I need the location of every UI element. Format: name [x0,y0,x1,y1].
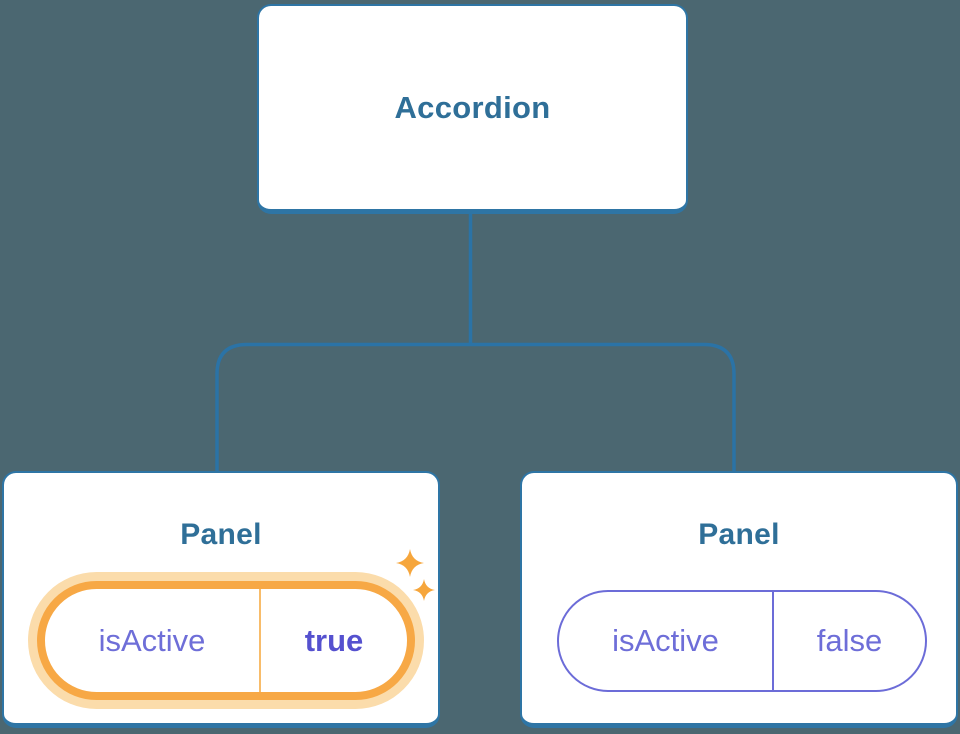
sparkle-icon-small [413,579,435,601]
accordion-node: Accordion [257,4,688,214]
state-pill-inactive: isActive false [557,590,927,692]
state-prop-name: isActive [612,623,719,658]
pill-divider [772,592,774,690]
accordion-node-label: Accordion [394,89,551,125]
panel-node-label: Panel [698,518,780,551]
panel-node-active: Panel isActive true [2,471,440,728]
state-pill-active: isActive true [37,581,415,700]
pill-divider [259,589,261,692]
connector-branch-bracket [215,342,736,471]
state-prop-value: true [304,622,364,658]
panel-node-label: Panel [180,518,262,551]
sparkle-icon-large [396,549,424,577]
state-prop-value: false [816,623,883,658]
state-prop-name: isActive [98,622,206,658]
panel-node-inactive: Panel isActive false [520,471,958,728]
